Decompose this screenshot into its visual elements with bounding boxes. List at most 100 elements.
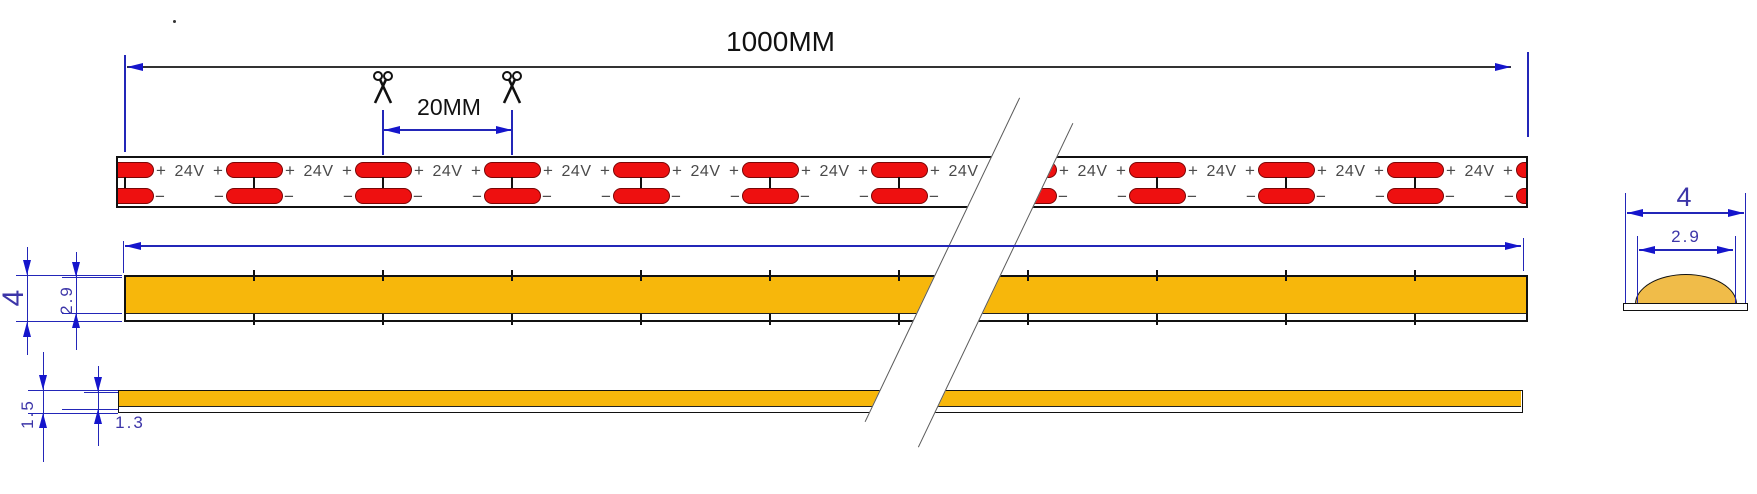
- minus-sign: −: [284, 187, 294, 206]
- pad-connector: [1413, 177, 1417, 189]
- minus-sign: −: [1375, 187, 1385, 206]
- solder-pad: [1515, 162, 1526, 178]
- minus-sign: −: [730, 187, 740, 206]
- plus-sign: +: [600, 161, 610, 180]
- pad-connector: [1284, 177, 1288, 189]
- ext-line-section-left: [1624, 193, 1626, 303]
- minus-sign: −: [343, 187, 353, 206]
- plus-sign: +: [156, 161, 166, 180]
- total-length-label: 1000MM: [726, 26, 835, 57]
- plus-sign: +: [1317, 161, 1327, 180]
- arrow-up-icon: [93, 409, 102, 424]
- section-width-label: 4: [1676, 182, 1694, 212]
- ext-line-pcb-top: [84, 391, 118, 393]
- phosphor-dome: [1635, 274, 1737, 304]
- ext-line-emit-top: [62, 276, 122, 278]
- ext-line-pcb-bottom: [62, 408, 118, 410]
- solder-pad: [612, 162, 670, 178]
- solder-pad: [1515, 188, 1526, 204]
- solder-pad: [1128, 162, 1186, 178]
- arrow-right-icon: [1505, 241, 1521, 250]
- segment-tick: [769, 314, 772, 325]
- pad-connector: [381, 177, 385, 189]
- plus-sign: +: [213, 161, 223, 180]
- minus-sign: −: [1117, 187, 1127, 206]
- voltage-label: 24V: [690, 163, 721, 180]
- ext-line-cut-left: [382, 110, 384, 155]
- solder-pad: [612, 188, 670, 204]
- dim-line-section-width: [1627, 212, 1744, 214]
- segment-tick: [511, 270, 514, 281]
- emit-height-label: 2.9: [57, 285, 76, 315]
- pad-connector: [768, 177, 772, 189]
- minus-sign: −: [542, 187, 552, 206]
- voltage-label: 24V: [819, 163, 850, 180]
- minus-sign: −: [1445, 187, 1455, 206]
- arrow-right-icon: [1728, 208, 1744, 217]
- ext-line-right-front: [1522, 238, 1524, 271]
- solder-pad: [741, 162, 799, 178]
- arrow-right-icon: [496, 125, 512, 134]
- solder-pad: [354, 162, 412, 178]
- minus-sign: −: [800, 187, 810, 206]
- led-strip-top-view: +24V+−−+24V+−−+24V+−−+24V+−−+24V+−−+24V+…: [116, 156, 1528, 208]
- segment-tick: [1285, 270, 1288, 281]
- plus-sign: +: [1188, 161, 1198, 180]
- plus-sign: +: [1245, 161, 1255, 180]
- ext-line-front-top: [16, 274, 122, 276]
- segment-tick: [1414, 314, 1417, 325]
- minus-sign: −: [1504, 187, 1514, 206]
- pcb-thickness-label: 1.3: [115, 413, 145, 432]
- voltage-label: 24V: [948, 163, 979, 180]
- pad-connector: [510, 177, 514, 189]
- pad-connector: [1155, 177, 1159, 189]
- minus-sign: −: [413, 187, 423, 206]
- dim-line-total-thickness: [42, 352, 44, 462]
- solder-pad: [870, 162, 928, 178]
- arrow-left-icon: [1627, 208, 1643, 217]
- segment-tick: [382, 270, 385, 281]
- segment-tick: [511, 314, 514, 325]
- ext-line-thickness-bottom: [28, 412, 118, 414]
- minus-sign: −: [155, 187, 165, 206]
- plus-sign: +: [729, 161, 739, 180]
- ext-line-section-right: [1744, 193, 1746, 303]
- segment-tick: [1156, 270, 1159, 281]
- segment-tick: [898, 270, 901, 281]
- pad-connector: [123, 177, 127, 189]
- solder-pad: [118, 162, 154, 178]
- voltage-label: 24V: [174, 163, 205, 180]
- dim-line-1000mm: [127, 66, 1511, 68]
- scissors-icon: [502, 71, 522, 104]
- voltage-label: 24V: [561, 163, 592, 180]
- segment-tick: [1027, 270, 1030, 281]
- plus-sign: +: [414, 161, 424, 180]
- minus-sign: −: [1187, 187, 1197, 206]
- segment-tick: [640, 314, 643, 325]
- solder-pad: [1128, 188, 1186, 204]
- total-thickness-label: 1.5: [18, 399, 37, 429]
- plus-sign: +: [1059, 161, 1069, 180]
- arrow-up-icon: [71, 313, 80, 328]
- minus-sign: −: [1246, 187, 1256, 206]
- front-height-label: 4: [0, 287, 30, 307]
- solder-pad: [118, 188, 154, 204]
- pad-connector: [897, 177, 901, 189]
- solder-pad: [1386, 188, 1444, 204]
- arrow-up-icon: [38, 413, 47, 428]
- plus-sign: +: [1503, 161, 1513, 180]
- minus-sign: −: [671, 187, 681, 206]
- solder-pad: [1257, 162, 1315, 178]
- solder-pad: [741, 188, 799, 204]
- ext-line-dome-right: [1734, 236, 1736, 303]
- segment-tick: [382, 314, 385, 325]
- dim-line-pcb-thickness: [97, 366, 99, 446]
- ext-line-right-1000mm: [1527, 52, 1529, 137]
- minus-sign: −: [929, 187, 939, 206]
- solder-pad: [870, 188, 928, 204]
- plus-sign: +: [1374, 161, 1384, 180]
- voltage-label: 24V: [1206, 163, 1237, 180]
- solder-pad: [354, 188, 412, 204]
- minus-sign: −: [601, 187, 611, 206]
